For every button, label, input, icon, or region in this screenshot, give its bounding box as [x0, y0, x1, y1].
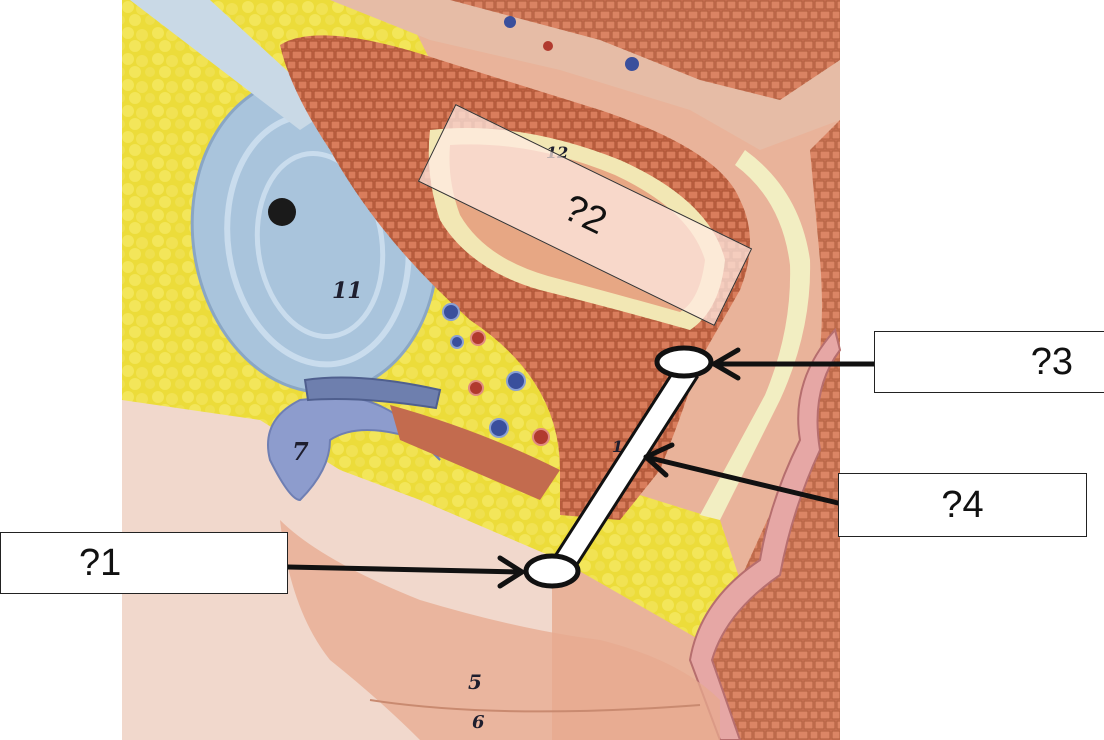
arrow-q4: [643, 454, 841, 506]
arrow-q4-head: [643, 442, 675, 478]
arrows: [285, 347, 877, 589]
arrow-q1: [285, 564, 525, 575]
upper-end-marker: [654, 345, 714, 379]
model-number-5: 5: [468, 670, 482, 694]
label-q2-text: ?2: [557, 186, 614, 243]
upper-muscle-band: [450, 0, 840, 100]
arrow-q1-head: [497, 555, 525, 589]
right-tissue: [700, 120, 840, 740]
label-q4-text: ?4: [941, 483, 984, 526]
labia-skin: [280, 520, 720, 740]
model-number-7: 7: [292, 437, 309, 466]
ligament-strands: [130, 0, 330, 130]
lower-end-marker: [523, 553, 581, 589]
model-number-6: 6: [472, 712, 485, 733]
label-box-q3[interactable]: ?3: [874, 331, 1104, 393]
rectum-wall: [688, 327, 842, 740]
pelvic-floor-muscle: [390, 405, 560, 500]
label-q1-text: ?1: [79, 541, 122, 584]
pubic-ligament: [303, 376, 442, 410]
label-box-q1[interactable]: ?1: [0, 532, 288, 594]
bladder-layer-inner: [254, 150, 386, 340]
skin-fold-line: [369, 699, 701, 713]
label-q3-text: ?3: [1030, 340, 1073, 383]
model-number-1: 1: [612, 437, 623, 456]
model-number-11: 11: [332, 278, 363, 304]
label-box-q4[interactable]: ?4: [838, 473, 1087, 537]
ureter-opening: [268, 198, 296, 226]
uterus-outer-layer: [700, 150, 811, 520]
arrow-q3-head: [711, 347, 741, 381]
vessels: [442, 16, 639, 446]
pointer-rod: [554, 364, 697, 571]
